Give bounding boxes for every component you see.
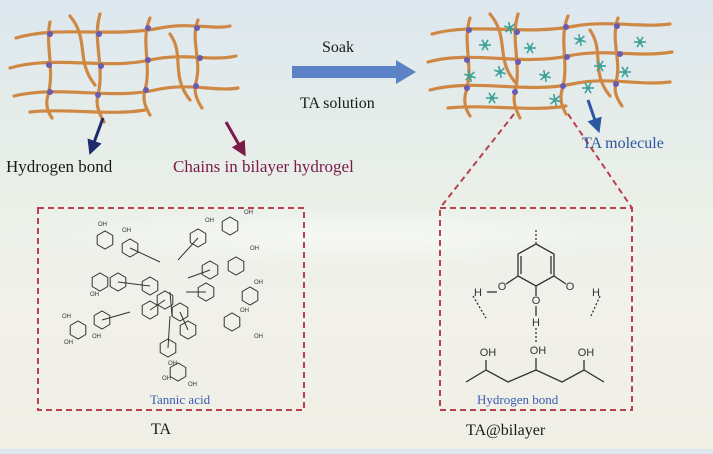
hydrogel-network-left — [8, 12, 240, 124]
ta-molecule-icon — [464, 69, 476, 83]
atom-label: OH — [62, 314, 71, 320]
hydrogen-bond-atom-labels: O O O H H H OH OH OH — [474, 281, 600, 359]
benzene-ring — [141, 300, 159, 320]
ta-molecule-icon — [494, 65, 506, 79]
atom-label: OH — [254, 280, 263, 286]
benzene-ring — [171, 302, 189, 322]
benzene-ring — [156, 290, 174, 310]
atom-o-right: O — [566, 281, 575, 293]
soak-arrow — [292, 60, 416, 84]
atom-h-right: H — [592, 287, 600, 299]
label-ta-molecule: TA molecule — [582, 135, 664, 152]
arrow-chains — [224, 121, 246, 157]
atom-label: OH — [168, 361, 177, 367]
label-soak: Soak — [322, 39, 354, 56]
atom-label: OH — [98, 222, 107, 228]
ta-molecule-icon — [582, 82, 594, 94]
atom-label: OH — [254, 334, 263, 340]
atom-label: OH — [244, 210, 253, 216]
hydrogen-bond-structure — [465, 228, 605, 383]
benzene-ring — [159, 338, 177, 358]
benzene-ring — [223, 312, 241, 332]
benzene-ring — [109, 272, 127, 292]
benzene-ring — [91, 272, 109, 292]
atom-o-center: O — [532, 295, 541, 307]
box-tannic-acid — [37, 207, 305, 411]
crosslinks-left — [46, 25, 203, 98]
arrow-ta-molecule — [586, 99, 602, 134]
ta-molecule-icon — [549, 93, 561, 107]
zoom-line-left — [439, 113, 515, 209]
ta-molecule-icon — [574, 33, 586, 47]
atom-oh-left: OH — [480, 347, 497, 359]
label-hydrogen-bond-detail: Hydrogen bond — [477, 392, 559, 407]
atom-o-left: O — [498, 281, 507, 293]
tannic-acid-structure — [69, 216, 259, 382]
atom-label: OH — [92, 334, 101, 340]
benzene-ring — [179, 320, 197, 340]
ta-molecule-icon — [486, 92, 498, 104]
ta-molecule-icon — [524, 42, 536, 54]
benzene-ring — [241, 286, 259, 306]
label-ta-bilayer: TA@bilayer — [466, 422, 546, 439]
box-ta-bilayer — [439, 207, 633, 411]
atom-label: OH — [188, 382, 197, 388]
benzene-ring — [221, 216, 239, 236]
background-band — [0, 205, 713, 265]
atom-label: OH — [122, 228, 131, 234]
benzene-ring — [93, 310, 111, 330]
benzene-ring — [69, 320, 87, 340]
ta-molecule-icon — [539, 69, 551, 83]
benzene-ring — [141, 276, 159, 296]
benzene-ring — [121, 238, 139, 258]
atom-oh-center: OH — [530, 345, 547, 357]
hydrogel-network-right — [426, 12, 674, 120]
label-hydrogen-bond: Hydrogen bond — [6, 157, 113, 176]
ta-molecules — [464, 21, 646, 107]
ta-molecule-icon — [504, 21, 516, 35]
benzene-ring — [169, 362, 187, 382]
atom-label: OH — [90, 292, 99, 298]
label-ta: TA — [151, 421, 172, 438]
ta-molecule-icon — [594, 60, 606, 72]
arrow-hydrogen-bond-left — [87, 117, 105, 156]
zoom-line-right — [567, 113, 633, 209]
atom-label: OH — [240, 308, 249, 314]
benzene-ring — [96, 230, 114, 250]
label-ta-solution: TA solution — [300, 95, 375, 112]
tannic-acid-atom-labels: OH OH OH OH OH OH OH OH OH OH OH OH OH OH OH — [62, 210, 263, 388]
atom-label: OH — [64, 340, 73, 346]
benzene-ring — [201, 260, 219, 280]
atom-label: OH — [205, 218, 214, 224]
label-tannic-acid: Tannic acid — [150, 392, 211, 407]
ta-molecule-icon — [634, 36, 646, 48]
benzene-ring — [197, 282, 215, 302]
ta-molecule-icon — [479, 39, 491, 51]
label-chains-in-bilayer-hydrogel: Chains in bilayer hydrogel — [173, 157, 354, 176]
benzene-ring — [189, 228, 207, 248]
atom-label: OH — [250, 246, 259, 252]
ta-molecule-icon — [619, 66, 631, 78]
atom-h-center: H — [532, 317, 540, 329]
atom-oh-right: OH — [578, 347, 595, 359]
crosslinks-right — [464, 23, 623, 95]
atom-h-left: H — [474, 287, 482, 299]
benzene-ring — [227, 256, 245, 276]
atom-label: OH — [162, 376, 171, 382]
